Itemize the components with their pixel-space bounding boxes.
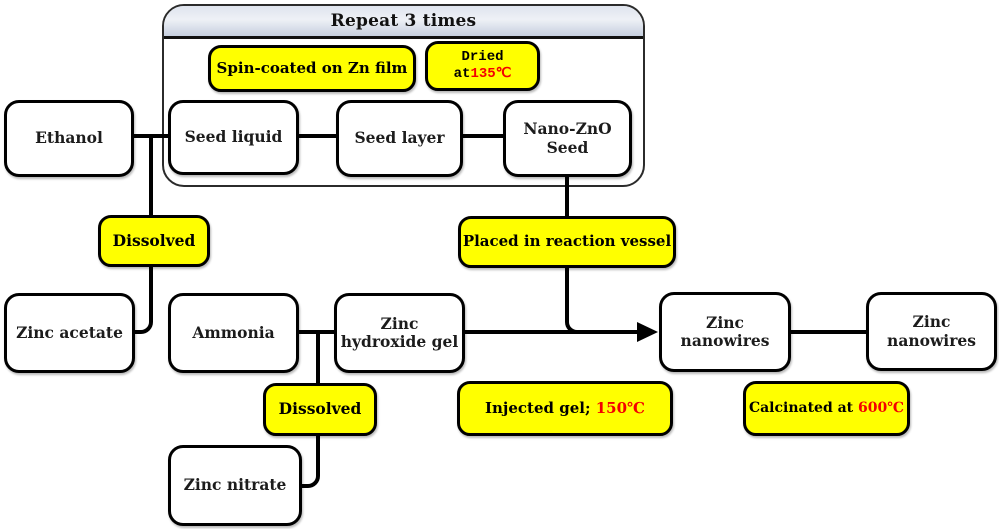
elbow-to-zinc-nitrate xyxy=(300,468,320,488)
node-seed-liquid: Seed liquid xyxy=(168,100,299,175)
injected-gel-label: Injected gel; 150℃ xyxy=(485,398,645,418)
calcinated-label: Calcinated at 600℃ xyxy=(749,400,904,417)
arrow-head-icon xyxy=(637,322,658,342)
node-dissolved-2: Dissolved xyxy=(263,383,377,436)
repeat-group-header: Repeat 3 times xyxy=(164,6,643,39)
node-zinc-nanowires-1: Zinc nanowires xyxy=(659,292,791,372)
zinc-nanowires-2-line2: nanowires xyxy=(887,330,976,350)
zinc-hydroxide-gel-line2: hydroxide gel xyxy=(340,332,459,351)
repeat-group-label: Repeat 3 times xyxy=(330,11,477,31)
node-injected-gel: Injected gel; 150℃ xyxy=(457,381,673,436)
zinc-nanowires-2-line1: Zinc xyxy=(912,312,951,332)
seed-layer-label: Seed layer xyxy=(354,128,445,148)
node-dissolved-1: Dissolved xyxy=(98,215,210,267)
dried-label-line1: Dried xyxy=(461,48,504,65)
node-calcinated: Calcinated at 600℃ xyxy=(743,381,910,436)
spin-coated-label: Spin-coated on Zn film xyxy=(216,58,408,77)
connector-seedlayer-nanozno xyxy=(461,134,505,138)
node-dried: Dried at135℃ xyxy=(425,41,540,91)
connector-seedliquid-seedlayer xyxy=(297,134,338,138)
ammonia-label: Ammonia xyxy=(192,322,275,342)
node-zinc-nitrate: Zinc nitrate xyxy=(168,445,302,526)
node-zinc-nanowires-2: Zinc nanowires xyxy=(866,292,997,371)
seed-liquid-label: Seed liquid xyxy=(184,127,283,147)
zinc-nanowires-1-line2: nanowires xyxy=(680,331,770,350)
injected-gel-temperature: 150℃ xyxy=(595,398,645,417)
elbow-to-zinc-acetate xyxy=(133,314,153,334)
connector-hydroxide-nanowires xyxy=(463,330,640,334)
placed-in-vessel-label: Placed in reaction vessel xyxy=(462,232,672,251)
dissolved-2-label: Dissolved xyxy=(278,399,362,419)
calcinated-text: Calcinated at xyxy=(748,400,859,417)
dried-label-line2: at135℃ xyxy=(454,66,512,84)
dissolved-1-label: Dissolved xyxy=(112,230,196,250)
zinc-nitrate-label: Zinc nitrate xyxy=(183,475,287,495)
node-seed-layer: Seed layer xyxy=(336,100,463,177)
dried-at-text: at xyxy=(453,66,471,82)
node-placed-in-vessel: Placed in reaction vessel xyxy=(458,216,676,268)
calcinated-temperature: 600℃ xyxy=(858,400,905,417)
injected-gel-text: Injected gel; xyxy=(485,398,596,417)
node-ethanol: Ethanol xyxy=(4,100,134,177)
nano-zno-seed-line2: Seed xyxy=(546,137,589,157)
zinc-hydroxide-gel-line1: Zinc xyxy=(380,313,419,333)
zinc-nanowires-1-line1: Zinc xyxy=(706,312,744,332)
node-nano-zno-seed: Nano-ZnO Seed xyxy=(503,100,632,177)
zinc-acetate-label: Zinc acetate xyxy=(16,322,123,342)
node-zinc-acetate: Zinc acetate xyxy=(4,293,135,373)
dried-temperature-text: 135℃ xyxy=(470,66,512,82)
nano-zno-seed-line1: Nano-ZnO xyxy=(523,119,612,139)
node-ammonia: Ammonia xyxy=(168,293,299,373)
connector-nanowires1-nanowires2 xyxy=(789,330,868,334)
ethanol-label: Ethanol xyxy=(35,128,103,148)
node-spin-coated: Spin-coated on Zn film xyxy=(208,45,416,92)
node-zinc-hydroxide-gel: Zinc hydroxide gel xyxy=(334,293,465,373)
